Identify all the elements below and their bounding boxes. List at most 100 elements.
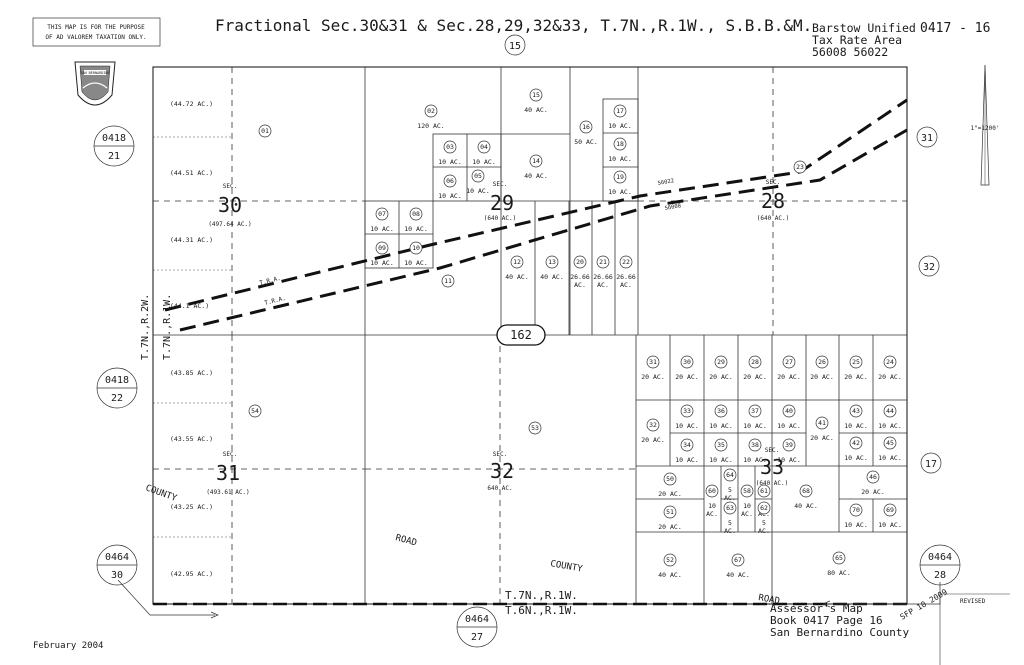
parcel-54[interactable]: 54: [248, 404, 262, 418]
parcel-number-circle: [613, 137, 627, 151]
township-top: T.7N.,R.1W.: [505, 589, 578, 602]
parcel-number: 02: [427, 107, 435, 115]
parcel-acreage: 20 AC.: [641, 436, 664, 444]
adjacent-map-page: 30: [111, 570, 123, 581]
parcel-11[interactable]: 11: [441, 274, 455, 288]
parcel-number: 64: [726, 471, 734, 479]
parcel-acreage: 20 AC.: [861, 488, 884, 496]
lot-acre: (44.31 AC.): [170, 236, 213, 244]
parcel-number-circle: [723, 468, 737, 482]
parcel-number: 51: [666, 508, 674, 516]
parcel-69[interactable]: 69 10 AC.: [878, 503, 902, 529]
parcel-23[interactable]: 23: [793, 160, 807, 174]
assessor-line-2: Book 0417 Page 16: [770, 614, 883, 627]
tax-rate-areas: 56008 56022: [812, 45, 888, 59]
parcel-53[interactable]: 53: [528, 421, 542, 435]
parcel-number: 43: [852, 407, 860, 415]
adjacent-section-circle: [504, 34, 526, 56]
arrow-head-icon: [822, 600, 831, 608]
county-road-label-2: COUNTY: [549, 559, 583, 575]
parcel-01[interactable]: 01: [258, 124, 272, 138]
parcel-acreage: 10 AC.: [878, 521, 901, 529]
lot-acre: (44.72 AC.): [170, 100, 213, 108]
revised-label: REVISED: [960, 598, 986, 605]
parcel-number: 61: [760, 487, 768, 495]
township-left-inner: T.7N.,R.1W.: [162, 294, 173, 360]
sec-29-area: (640 AC.): [484, 215, 517, 222]
lot-acre: (44.1 AC.): [170, 302, 209, 310]
parcel-acreage: 20 AC.: [641, 373, 664, 381]
parcel-acreage: 10 AC.: [438, 192, 461, 200]
parcel-number: 69: [886, 506, 894, 514]
parcel-acreage: 10 AC.: [608, 188, 631, 196]
parcel-number-circle: [883, 355, 897, 369]
sec-33-prefix: SEC.: [765, 447, 779, 454]
sec-29-number: 29: [490, 191, 514, 215]
parcel-number-circle: [748, 404, 762, 418]
parcel-number: 16: [582, 123, 590, 131]
parcel-acreage: 40 AC.: [524, 172, 547, 180]
parcel-number-circle: [545, 255, 559, 269]
